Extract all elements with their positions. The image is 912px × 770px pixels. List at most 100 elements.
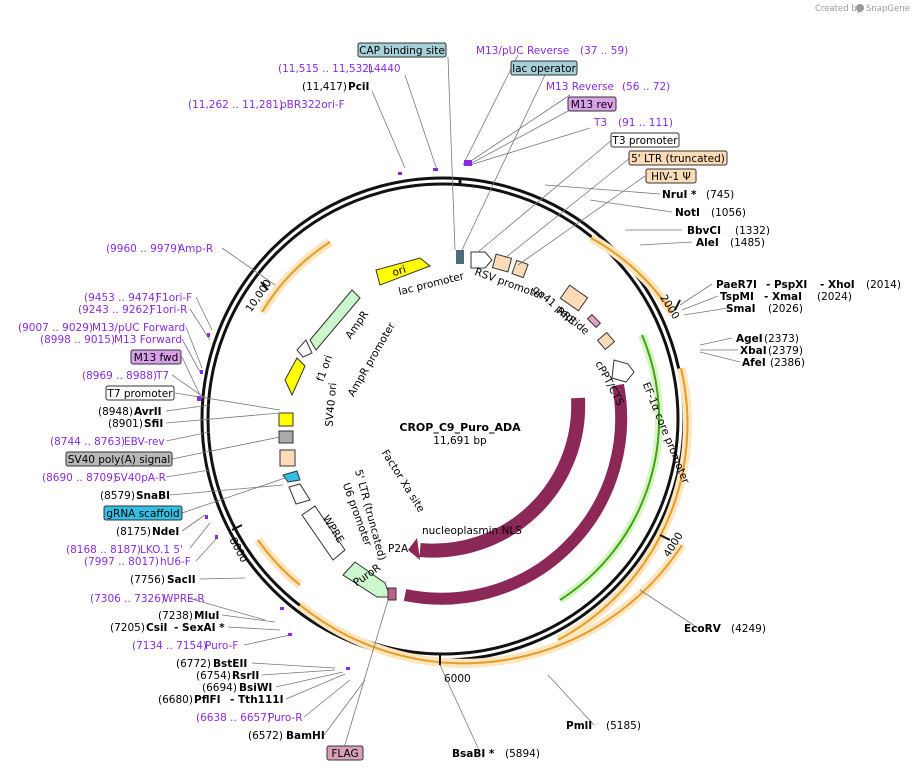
hiv-feature-label: HIV-1 Ψ: [651, 171, 691, 183]
rsrii-position: (6754): [196, 670, 231, 682]
t7-label: T7: [155, 370, 169, 382]
m13-reverse-label: M13 Reverse: [546, 81, 614, 93]
f1ori-f-label: F1ori-F: [156, 292, 192, 304]
noti-label: NotI: [675, 207, 700, 219]
noti-position: (1056): [711, 207, 746, 219]
rsrii-label: RsrII: [232, 670, 259, 682]
ecorv-position: (4249): [731, 623, 766, 635]
puro-r-range: (6638 .. 6657): [196, 712, 271, 724]
puro-f-label: Puro-F: [205, 640, 238, 652]
sv40-polya-label: SV40 poly(A) signal: [68, 454, 171, 466]
m13-rev-feature-box: [567, 96, 617, 112]
l4440-range: (11,515 .. 11,532): [278, 63, 373, 75]
tick-2000: [674, 299, 681, 311]
sacii-label: SacII: [167, 574, 196, 586]
primer-marks: [197, 160, 472, 670]
mlui-position: (7238): [158, 610, 193, 622]
inner-gp41-label: gp41 peptide: [530, 283, 591, 337]
hiv-box: [511, 259, 529, 279]
ampr-promoter-arrow: [296, 339, 313, 358]
gp41-box: [586, 313, 602, 329]
inner-sv40ori-label: SV40 ori: [324, 382, 340, 427]
inner-ampr-label: AmpR: [343, 309, 371, 342]
lac-operator-tag: [510, 60, 578, 76]
agei-label: AgeI: [736, 333, 763, 345]
smai-position: (2026): [768, 303, 803, 315]
snabi-label: SnaBI: [136, 490, 170, 502]
cas9-arrow: [408, 538, 420, 560]
csii-label: CsiI: [146, 622, 167, 634]
tick-8000: [231, 524, 243, 531]
green-orf-arc-line: [559, 334, 661, 601]
f1ori-arrow: [284, 357, 306, 397]
ndei-position: (8175): [116, 526, 151, 538]
cap-binding-site-box: [357, 42, 447, 58]
m13puc-forward-range: (9007 .. 9029): [18, 322, 93, 334]
pspxi-label: - PspXI: [766, 279, 807, 291]
ori-arrow: [375, 257, 431, 286]
hu6-label: hU6-F: [160, 556, 191, 568]
u6-promoter-arrow: [288, 483, 311, 505]
afei-position: (2386): [770, 357, 805, 369]
lko-range: (8168 .. 8187): [66, 544, 141, 556]
ecorv-label: EcoRV: [684, 623, 722, 635]
mlui-label: MluI: [194, 610, 219, 622]
wpre-r-range: (7306 .. 7326): [90, 593, 165, 605]
pmli-label: PmlI: [566, 720, 592, 732]
m13puc-rev-range: (37 .. 59): [580, 45, 628, 57]
cas9-inner-arc: [419, 397, 586, 558]
nrui-position: (745): [706, 189, 734, 201]
t3-label: T3: [593, 117, 607, 129]
lko-label: LKO.1 5': [140, 544, 183, 556]
bbvci-label: BbvCI: [687, 225, 721, 237]
inner-f1ori-label: f1 ori: [314, 354, 335, 384]
t3-promoter-label: T3 promoter: [611, 135, 678, 147]
bsabi-label: BsaBI *: [452, 748, 495, 760]
5ltr-feature-box: [628, 150, 728, 166]
m13-reverse-range: (56 .. 72): [622, 81, 670, 93]
orf-arc-line: [590, 237, 673, 314]
snabi-position: (8579): [100, 490, 135, 502]
pflfi-label: PflFI: [194, 694, 221, 706]
xhoi-label: - XhoI: [820, 279, 855, 291]
pbr322-range: (11,262 .. 11,281): [188, 99, 283, 111]
hu6-range: (7997 .. 8017): [84, 556, 159, 568]
tth111i-label: - Tth111I: [230, 694, 284, 706]
sfii-label: SfiI: [144, 418, 163, 430]
bsteii-position: (6772): [176, 658, 211, 670]
orf-arc-line: [261, 241, 331, 313]
xbai-label: XbaI: [740, 345, 767, 357]
t3-range: (91 .. 111): [618, 117, 673, 129]
orf-arc-line: [557, 367, 689, 641]
ampr-arrow: [309, 289, 361, 351]
ebv-rev-range: (8744 .. 8763): [50, 436, 125, 448]
pflfi-position: (6680): [158, 694, 193, 706]
inner-p2a-label: P2A: [388, 543, 409, 555]
alei-label: AleI: [696, 237, 719, 249]
inner-nls-label: nucleoplasmin NLS: [422, 525, 522, 537]
bamhi-position: (6572): [248, 730, 283, 742]
grna-scaffold-box: [103, 505, 183, 521]
alei-position: (1485): [730, 237, 765, 249]
orf-arc-line: [299, 544, 683, 665]
tick-10000: [260, 281, 269, 291]
m13-rev-feature-label: M13 rev: [571, 99, 614, 111]
avrii-label: AvrII: [134, 406, 162, 418]
xbai-position: (2379): [768, 345, 803, 357]
wpre-box: [301, 505, 346, 561]
orf-arc: [258, 238, 333, 315]
smai-label: SmaI: [726, 303, 756, 315]
5ltr-box: [491, 253, 513, 273]
f1ori-r-label: F1ori-R: [150, 304, 187, 316]
m13-fwd-feature-label: M13 fwd: [134, 352, 179, 364]
puro-f-range: (7134 .. 7154): [132, 640, 207, 652]
m13puc-forward-label: M13/pUC Forward: [92, 322, 185, 334]
t3-promoter-box: [610, 132, 680, 148]
pcii-label: PciI: [348, 81, 369, 93]
cas9-outer-arc: [403, 383, 628, 605]
csii-position: (7205): [110, 622, 145, 634]
f1ori-f-range: (9453 .. 9474): [84, 292, 159, 304]
rre-box: [559, 284, 589, 312]
credit-brand: SnapGene: [866, 4, 910, 14]
